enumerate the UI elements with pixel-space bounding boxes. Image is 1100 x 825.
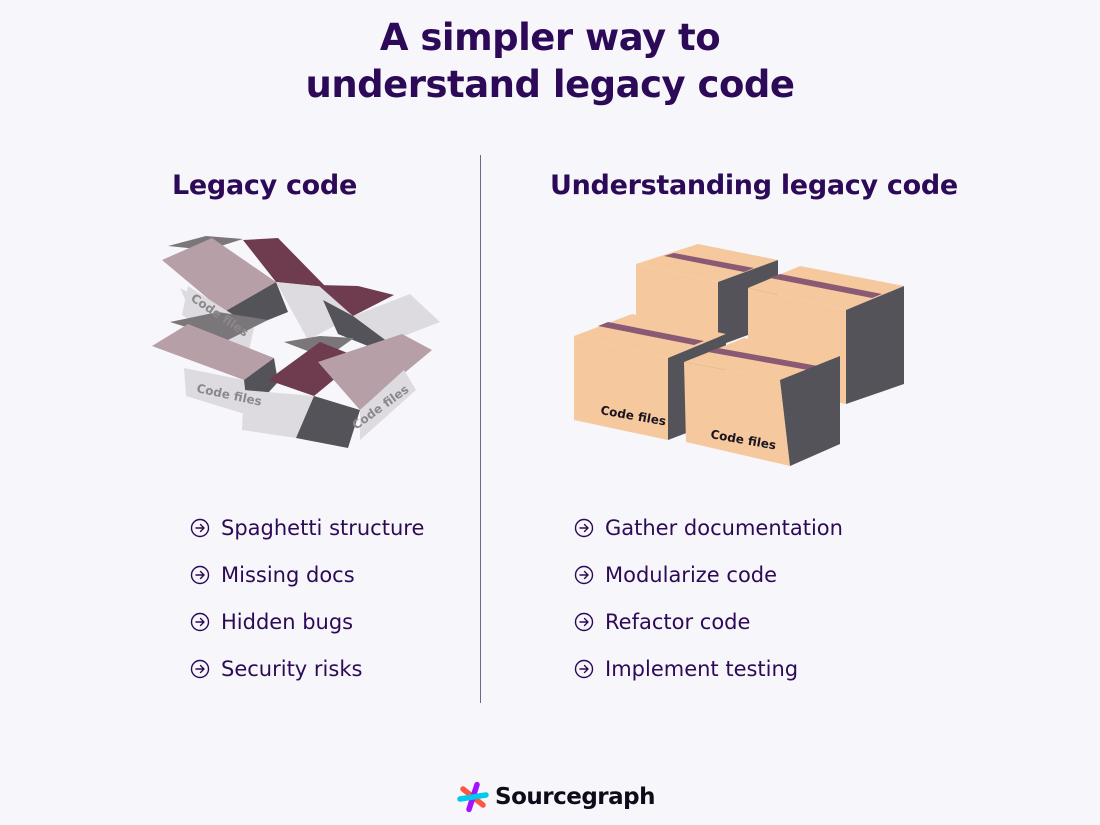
legacy-code-heading: Legacy code [172, 170, 357, 201]
list-item: Spaghetti structure [190, 511, 424, 558]
page-title: A simpler way to understand legacy code [0, 14, 1100, 108]
box-side [846, 286, 904, 404]
arrow-circle-right-icon [574, 518, 594, 538]
list-item: Implement testing [574, 652, 843, 699]
list-item-label: Spaghetti structure [221, 516, 425, 540]
arrow-circle-right-icon [574, 659, 594, 679]
box-side [242, 390, 314, 438]
page-title-line-1: A simpler way to [379, 16, 721, 59]
arrow-circle-right-icon [574, 612, 594, 632]
page-title-line-2: understand legacy code [305, 63, 796, 106]
list-item: Gather documentation [574, 511, 843, 558]
list-item-label: Implement testing [605, 657, 799, 681]
list-item: Modularize code [574, 558, 843, 605]
box-side [296, 396, 360, 448]
box-flap [318, 334, 432, 410]
arrow-circle-right-icon [574, 565, 594, 585]
box-side [184, 368, 248, 415]
box-flap [268, 342, 360, 396]
understanding-legacy-code-heading: Understanding legacy code [550, 170, 958, 201]
list-item-label: Gather documentation [605, 516, 843, 540]
box-flap [170, 312, 268, 340]
box-tape [598, 322, 704, 345]
list-item: Security risks [190, 652, 424, 699]
column-divider [480, 155, 481, 703]
list-item-label: Hidden bugs [221, 610, 354, 634]
box-flap [353, 294, 440, 342]
legacy-code-problems-list: Spaghetti structure Missing docs Hidden … [190, 511, 424, 699]
box-flap [318, 285, 394, 316]
arrow-circle-right-icon [190, 612, 210, 632]
brand-name: Sourcegraph [495, 784, 655, 810]
sourcegraph-logo: Sourcegraph [456, 780, 655, 814]
list-item: Hidden bugs [190, 605, 424, 652]
box-flap [162, 238, 276, 312]
box-tape [664, 253, 754, 272]
arrow-circle-right-icon [190, 565, 210, 585]
list-item-label: Missing docs [221, 563, 355, 587]
box-side [323, 300, 388, 346]
list-item: Missing docs [190, 558, 424, 605]
sourcegraph-logo-icon [457, 781, 489, 813]
arrow-circle-right-icon [190, 518, 210, 538]
understanding-steps-list: Gather documentation Modularize code Ref… [574, 511, 843, 699]
box-side [360, 370, 416, 440]
box-tape [770, 274, 882, 298]
list-item: Refactor code [574, 605, 843, 652]
organized-boxes-illustration: Code files Code files [574, 244, 904, 466]
box-flap [243, 238, 326, 287]
box-front [684, 362, 790, 466]
box-side [780, 356, 840, 466]
list-item-label: Refactor code [605, 610, 751, 634]
list-item-label: Security risks [221, 657, 363, 681]
box-front [574, 336, 668, 440]
arrow-circle-right-icon [190, 659, 210, 679]
box-flap [152, 324, 274, 380]
list-item-label: Modularize code [605, 563, 778, 587]
messy-boxes-illustration: Code files Code files Code files [152, 236, 440, 448]
box-tape [708, 348, 818, 370]
